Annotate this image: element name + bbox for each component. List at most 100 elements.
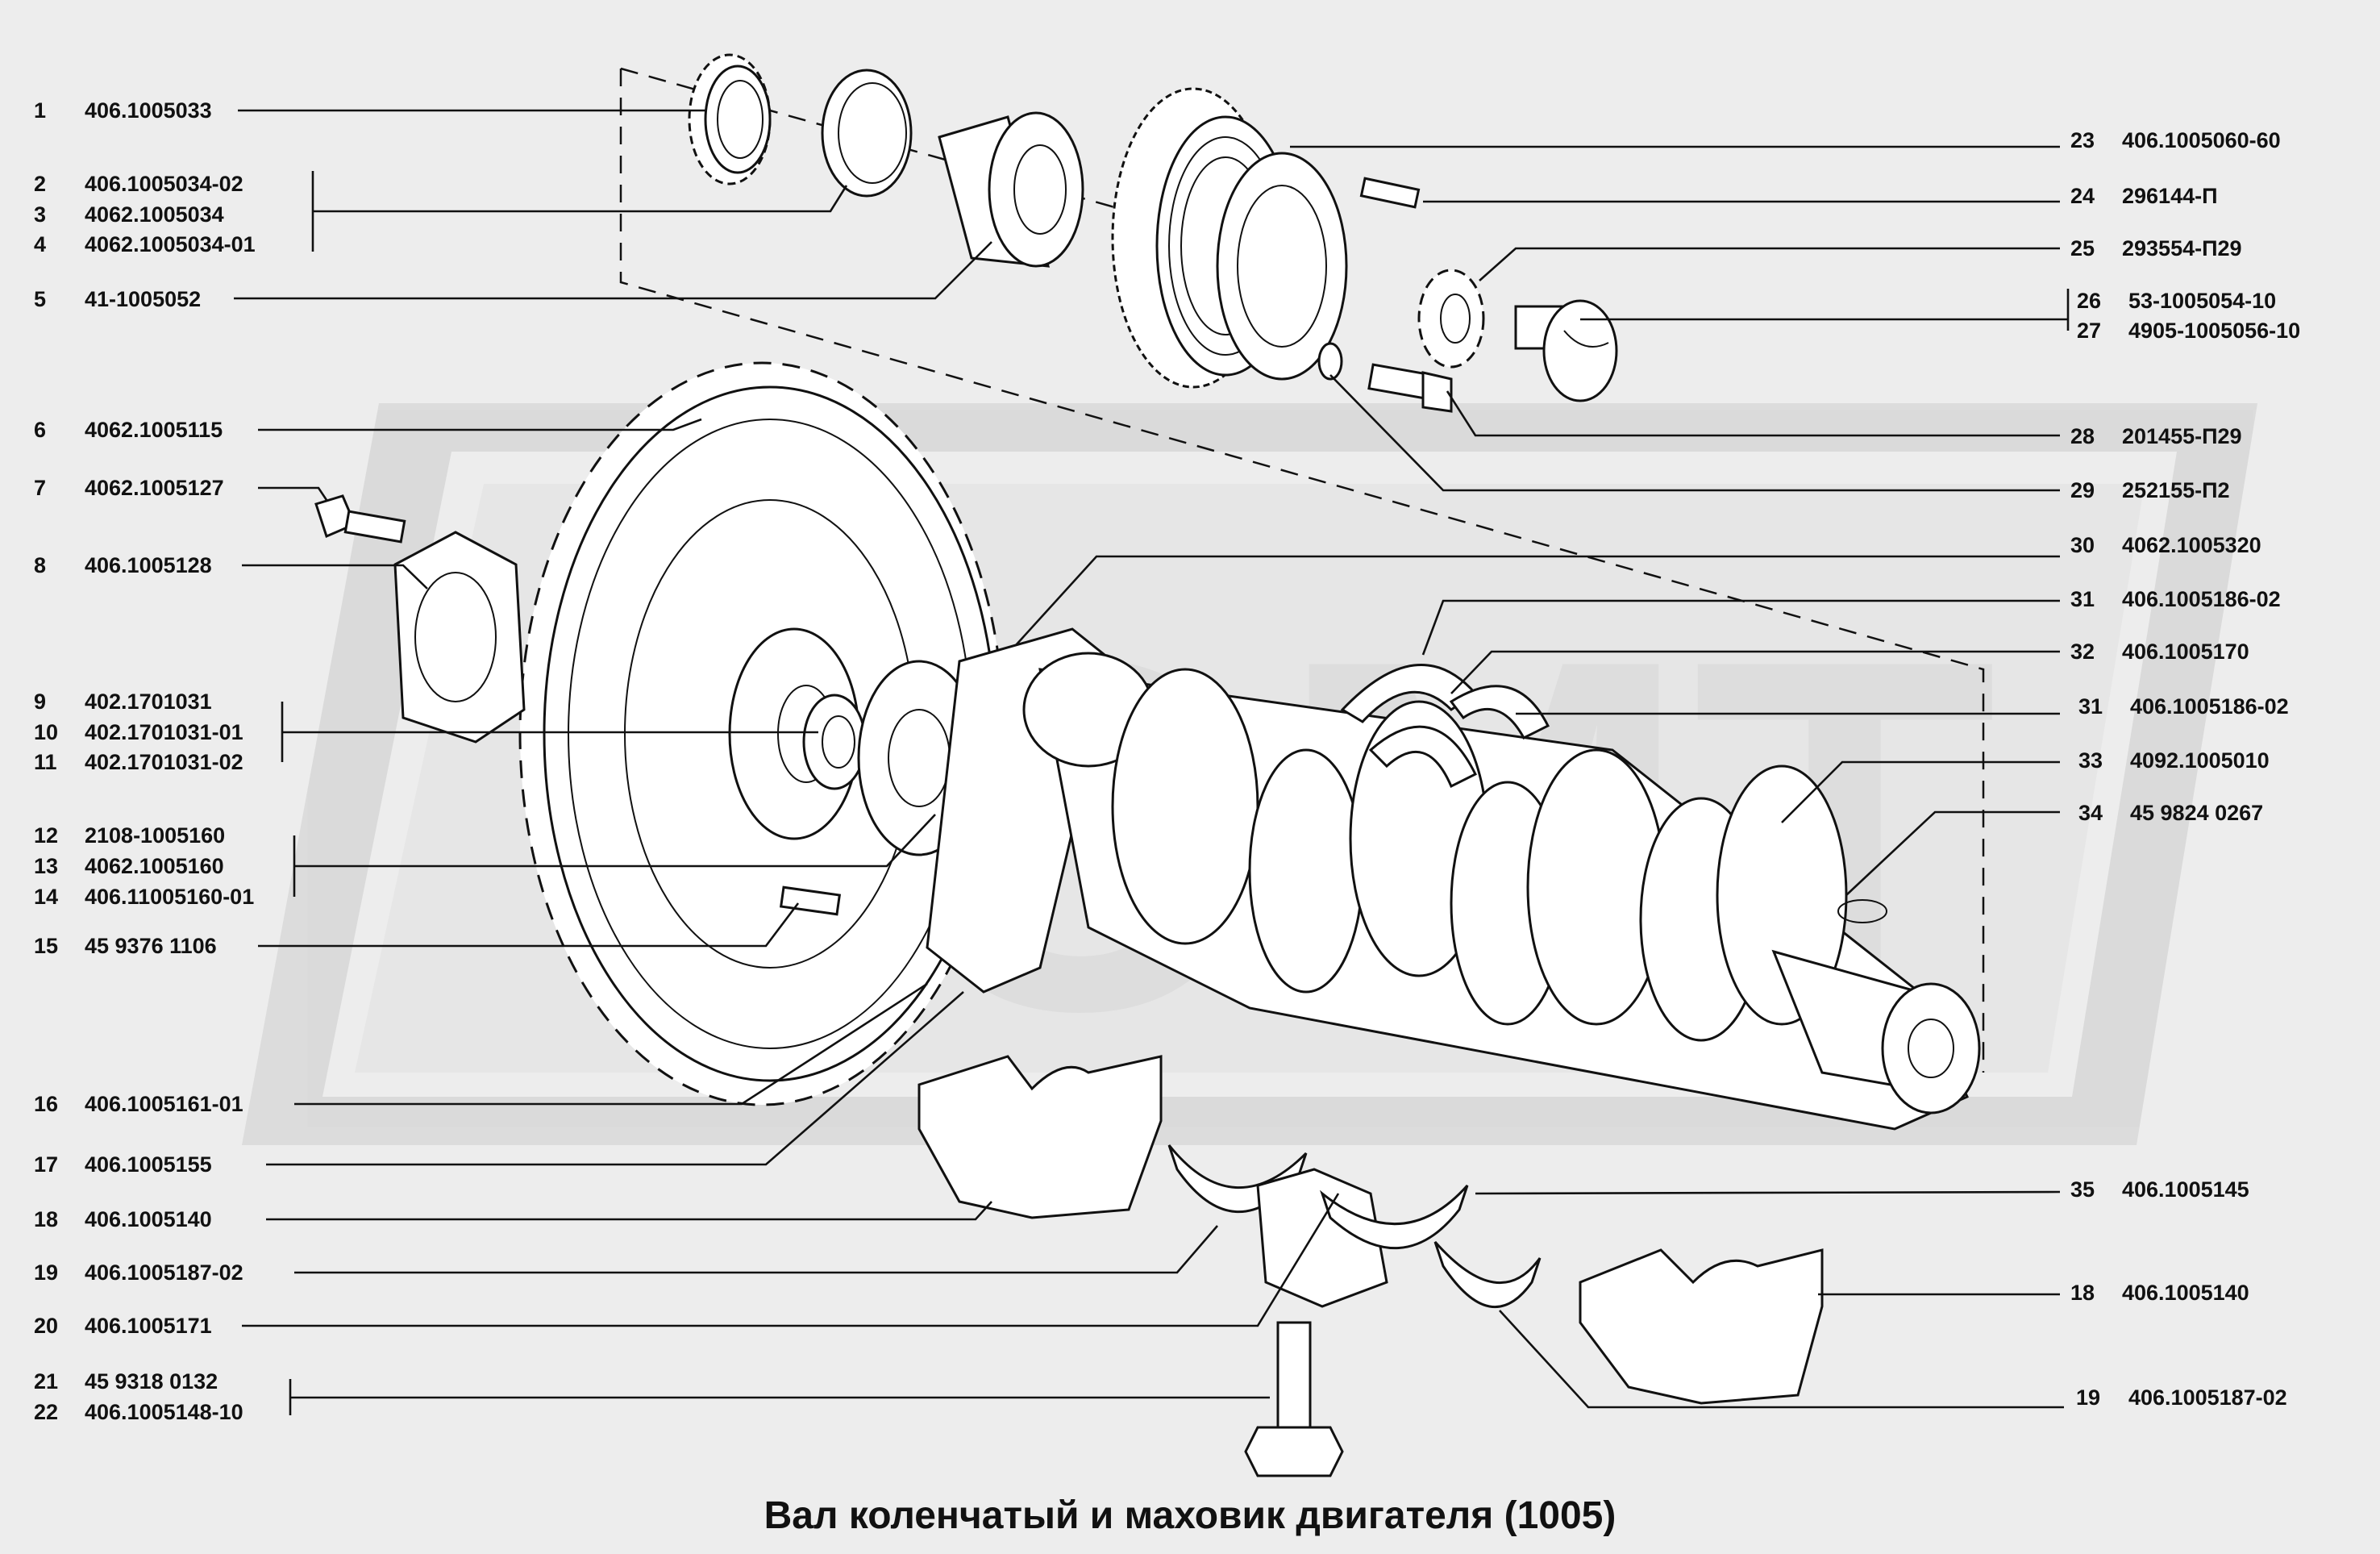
pulley-bolt-part <box>1317 342 1453 413</box>
part-code: 406.1005140 <box>85 1207 212 1231</box>
part-code: 4905-1005056-10 <box>2128 319 2300 343</box>
diagram-title: Вал коленчатый и маховик двигателя (1005… <box>764 1494 1616 1537</box>
part-code: 406.1005034-02 <box>85 172 243 196</box>
part-num: 23 <box>2070 128 2095 152</box>
part-num: 20 <box>34 1314 58 1338</box>
part-num: 19 <box>2076 1385 2100 1410</box>
part-code: 406.1005140 <box>2122 1281 2249 1305</box>
part-num: 4 <box>34 232 46 256</box>
part-code: 406.11005160-01 <box>85 885 254 909</box>
part-num: 1 <box>34 98 46 123</box>
washer-plate-part <box>393 531 526 744</box>
left-part-labels: 1 406.1005033 2 406.1005034-02 3 4062.10… <box>34 98 256 1424</box>
hub-part <box>938 111 1084 268</box>
part-code: 4062.1005034-01 <box>85 232 256 256</box>
part-code: 4062.1005127 <box>85 476 224 500</box>
part-code: 293554-П29 <box>2122 236 2242 260</box>
part-num: 33 <box>2078 748 2103 773</box>
part-num: 28 <box>2070 424 2095 448</box>
part-code: 252155-П2 <box>2122 478 2230 502</box>
part-code: 4062.1005034 <box>85 202 224 227</box>
part-num: 29 <box>2070 478 2095 502</box>
part-num: 9 <box>34 690 46 714</box>
part-code: 406.1005145 <box>2122 1177 2249 1202</box>
part-num: 25 <box>2070 236 2095 260</box>
part-code: 45 9824 0267 <box>2130 801 2263 825</box>
part-code: 406.1005148-10 <box>85 1400 243 1424</box>
part-num: 34 <box>2078 801 2103 825</box>
part-num: 7 <box>34 476 46 500</box>
part-code: 53-1005054-10 <box>2128 289 2276 313</box>
part-code: 402.1701031-02 <box>85 750 243 774</box>
part-num: 15 <box>34 934 58 958</box>
left-leader-lines <box>234 109 1340 1415</box>
spacer-ring-part <box>821 69 913 198</box>
part-num: 3 <box>34 202 46 227</box>
ratchet-bolt-part <box>1514 299 1618 402</box>
part-num: 14 <box>34 885 58 909</box>
part-code: 406.1005155 <box>85 1152 212 1177</box>
part-code: 402.1701031 <box>85 690 212 714</box>
part-num: 30 <box>2070 533 2095 557</box>
part-num: 12 <box>34 823 58 848</box>
part-num: 10 <box>34 720 58 744</box>
lock-washer-part <box>1417 269 1485 369</box>
part-num: 31 <box>2078 694 2103 719</box>
part-code: 406.1005170 <box>2122 640 2249 664</box>
part-code: 41-1005052 <box>85 287 201 311</box>
bearing-part <box>802 694 867 790</box>
part-code: 45 9376 1106 <box>85 934 217 958</box>
part-num: 22 <box>34 1400 58 1424</box>
part-num: 18 <box>34 1207 58 1231</box>
part-num: 21 <box>34 1369 58 1394</box>
bearing-shell-part <box>1167 1144 1542 1309</box>
part-code: 406.1005033 <box>85 98 212 123</box>
part-num: 18 <box>2070 1281 2095 1305</box>
right-part-labels: 23 406.1005060-60 24 296144-П 25 293554-… <box>2070 128 2300 1410</box>
part-code: 406.1005187-02 <box>85 1260 243 1285</box>
part-num: 35 <box>2070 1177 2095 1202</box>
part-code: 4062.1005160 <box>85 854 224 878</box>
part-code: 2108-1005160 <box>85 823 225 848</box>
part-num: 16 <box>34 1092 58 1116</box>
main-bearing-cap-part <box>917 1055 1163 1219</box>
main-bearing-cap-right-part <box>1579 1248 1824 1405</box>
thrust-half-washer-part <box>1340 664 1550 789</box>
assembly-guide-line <box>619 69 1985 1073</box>
pulley-part <box>1111 87 1348 389</box>
part-code: 45 9318 0132 <box>85 1369 218 1394</box>
part-code: 402.1701031-01 <box>85 720 243 744</box>
flywheel-part <box>518 361 1005 1106</box>
part-num: 2 <box>34 172 46 196</box>
crankshaft-part <box>1022 652 1981 1131</box>
part-code: 4062.1005320 <box>2122 533 2261 557</box>
part-num: 6 <box>34 418 46 442</box>
sprocket-part <box>688 53 772 185</box>
part-code: 406.1005060-60 <box>2122 128 2281 152</box>
part-num: 24 <box>2070 184 2095 208</box>
part-code: 296144-П <box>2122 184 2218 208</box>
part-num: 27 <box>2077 319 2101 343</box>
part-num: 8 <box>34 553 46 577</box>
part-num: 31 <box>2070 587 2095 611</box>
part-code: 4092.1005010 <box>2130 748 2270 773</box>
part-num: 17 <box>34 1152 58 1177</box>
part-code: 406.1005161-01 <box>85 1092 243 1116</box>
part-code: 4062.1005115 <box>85 418 223 442</box>
part-num: 32 <box>2070 640 2095 664</box>
right-leader-lines <box>1015 145 2070 1409</box>
part-num: 19 <box>34 1260 58 1285</box>
part-num: 13 <box>34 854 58 878</box>
part-code: 406.1005187-02 <box>2128 1385 2287 1410</box>
part-num: 5 <box>34 287 46 311</box>
key-part <box>1359 177 1421 209</box>
part-num: 11 <box>34 750 57 774</box>
part-code: 406.1005186-02 <box>2122 587 2281 611</box>
part-num: 26 <box>2077 289 2101 313</box>
main-cap-bolt-part <box>1244 1321 1344 1477</box>
part-code: 406.1005186-02 <box>2130 694 2289 719</box>
part-code: 201455-П29 <box>2122 424 2242 448</box>
svg-text:1: 1 <box>34 98 46 123</box>
part-code: 406.1005171 <box>85 1314 212 1338</box>
